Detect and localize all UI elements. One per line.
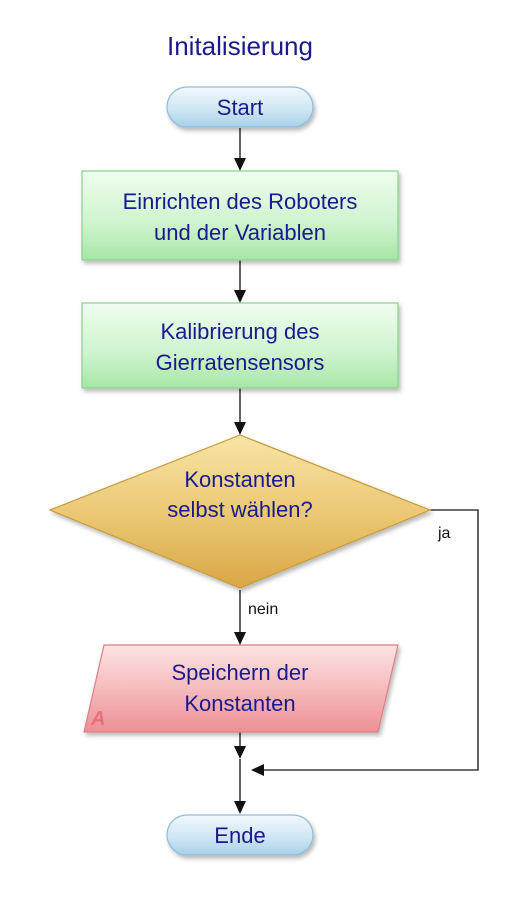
edge-label-yes: ja [437,525,451,542]
setup-label-line2: und der Variablen [154,220,326,245]
calibrate-process-shape [81,302,399,389]
setup-label-line1: Einrichten des Roboters [123,189,358,214]
edge-calibrate-to-decision [234,388,246,435]
start-node: Start [166,86,314,128]
calibrate-label-line2: Gierratensensors [156,350,325,375]
setup-process-node: Einrichten des Roboters und der Variable… [81,170,399,261]
edge-decision-no [234,590,246,645]
start-label: Start [217,95,263,120]
edges [234,128,479,814]
edge-setup-to-calibrate [234,260,246,303]
end-label: Ende [214,823,265,848]
store-io-node: Speichern der Konstanten A [83,644,399,733]
store-io-shape [83,644,399,733]
edge-merge-to-end [234,759,246,814]
calibrate-process-node: Kalibrierung des Gierratensensors [81,302,399,389]
diagram-title: Initalisierung [167,31,313,61]
setup-process-shape [81,170,399,261]
end-terminal-shape [166,814,314,856]
decision-label-line1: Konstanten [184,467,295,492]
decision-node: Konstanten selbst wählen? [48,434,432,589]
edge-start-to-setup [234,128,246,171]
edge-label-no: nein [248,601,278,618]
store-label-line2: Konstanten [184,691,295,716]
edge-decision-yes [251,509,479,776]
edge-store-to-merge [234,732,246,759]
end-node: Ende [166,814,314,856]
decision-diamond-shape [48,434,432,589]
store-connector-marker: A [90,708,105,730]
store-label-line1: Speichern der [172,660,309,685]
decision-label-line2: selbst wählen? [167,497,313,522]
start-terminal-shape [166,86,314,128]
calibrate-label-line1: Kalibrierung des [161,319,320,344]
